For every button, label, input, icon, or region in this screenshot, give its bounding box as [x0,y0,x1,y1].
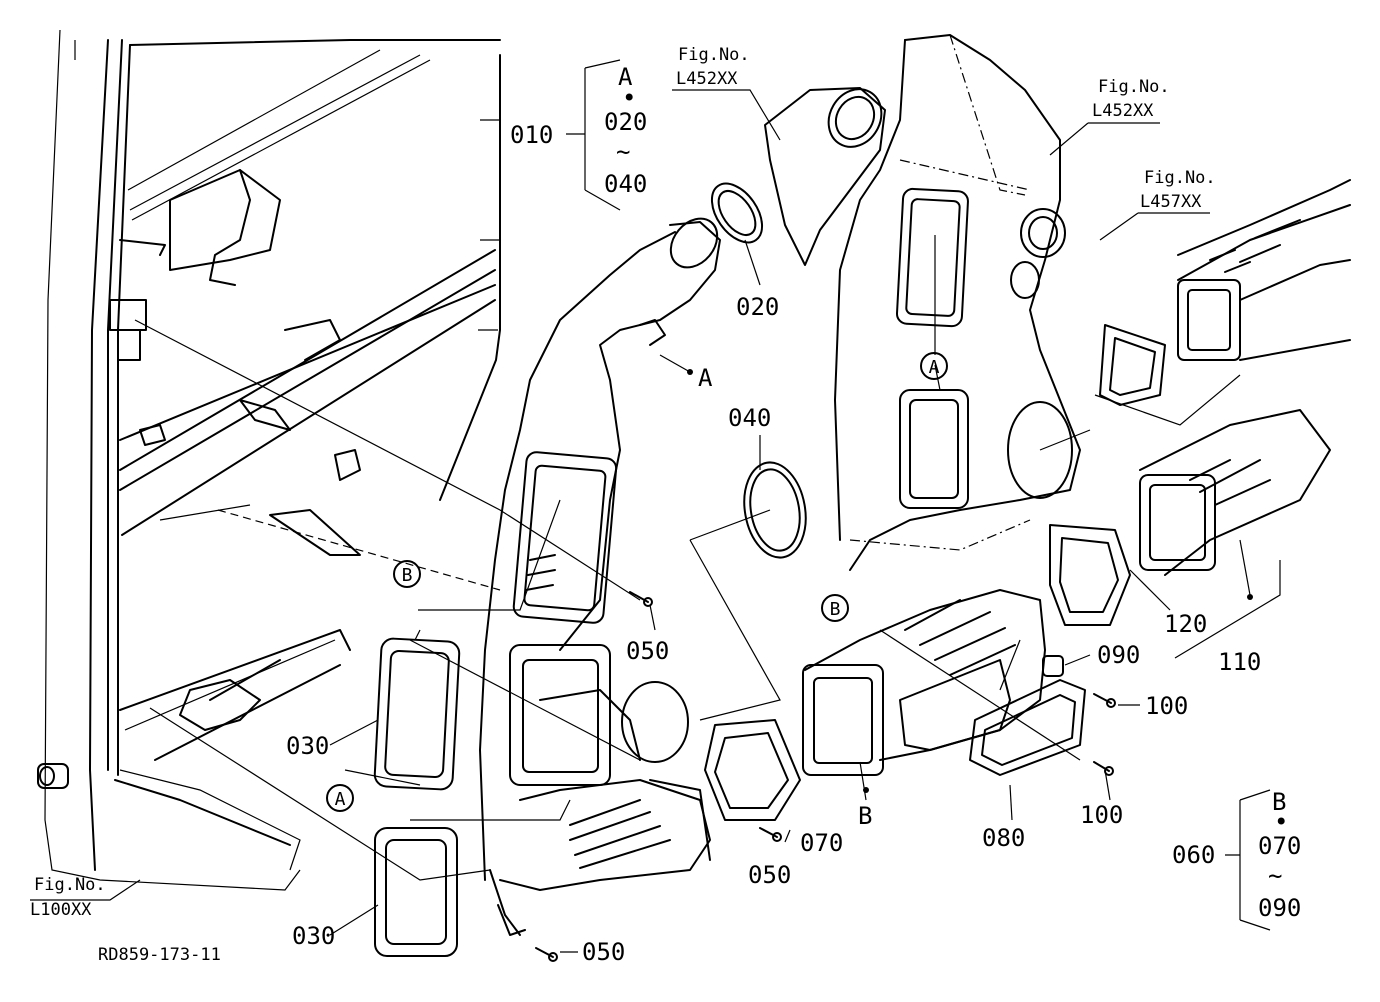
group-060: B • 070 ~ 090 [1258,788,1301,922]
circle-marker-a [326,784,354,812]
callout-050: 050 [582,938,625,966]
callout-120: 120 [1164,610,1207,638]
group-010: A • 020 ~ 040 [604,63,647,198]
leader-lines [30,59,1281,953]
fig-ref-code: L457XX [1140,192,1202,212]
fig-ref-label: Fig.No. [34,875,106,895]
callout-030: 030 [292,922,335,950]
callout-110: 110 [1218,648,1261,676]
group-010-top: A [618,63,633,91]
callout-060: 060 [1172,841,1215,869]
circle-marker-b [393,560,421,588]
circle-marker-a-label: A [929,357,940,378]
marker-b: B [858,802,872,830]
callout-050: 050 [748,861,791,889]
group-060-a: 070 [1258,832,1301,860]
cab-frame [37,29,501,891]
gasket-030 [373,637,461,957]
group-010-tilde: ~ [616,138,630,166]
fig-ref-label: Fig.No. [678,45,750,65]
group-060-top: B [1272,788,1286,816]
circle-marker-b-label: B [830,599,841,620]
marker-a: A [698,364,713,392]
callout-040: 040 [728,404,771,432]
circle-markers: A A B B [326,352,948,812]
drawing-code: RD859-173-11 [98,945,221,965]
circle-marker-b-label: B [402,565,413,586]
upper-right-duct [834,34,1081,571]
callout-010: 010 [510,121,553,149]
figure-refs: Fig.No. L452XX Fig.No. L452XX Fig.No. L4… [30,45,1216,965]
fig-ref-code: L452XX [1092,101,1154,121]
fig-ref-code: L100XX [30,900,92,920]
callout-030: 030 [286,732,329,760]
top-elbow [710,87,886,266]
far-right-duct [1099,179,1351,406]
fig-ref-label: Fig.No. [1098,77,1170,97]
marker-dot [863,787,869,793]
fig-ref-label: Fig.No. [1144,168,1216,188]
screws [535,591,1116,962]
circle-marker-a [920,352,948,380]
group-010-dot: • [622,84,636,112]
point-markers: A B [687,364,1253,830]
callout-100: 100 [1080,801,1123,829]
callout-020: 020 [736,293,779,321]
callouts: 010 020 040 030 030 050 050 050 070 080 … [286,121,1261,966]
callout-100: 100 [1145,692,1188,720]
group-060-dot: • [1274,808,1288,836]
callout-070: 070 [800,829,843,857]
callout-080: 080 [982,824,1025,852]
group-010-a: 020 [604,108,647,136]
group-060-b: 090 [1258,894,1301,922]
fig-ref-code: L452XX [676,69,738,89]
circle-marker-a-label: A [335,789,346,810]
duct-110 [1049,409,1331,626]
center-duct [479,217,721,936]
marker-dot [687,369,693,375]
callout-050: 050 [626,637,669,665]
marker-dot [1247,594,1253,600]
ring-040 [743,461,807,559]
circle-marker-b [821,594,849,622]
group-060-tilde: ~ [1268,862,1282,890]
callout-090: 090 [1097,641,1140,669]
duct-060 [704,589,1086,821]
group-010-b: 040 [604,170,647,198]
